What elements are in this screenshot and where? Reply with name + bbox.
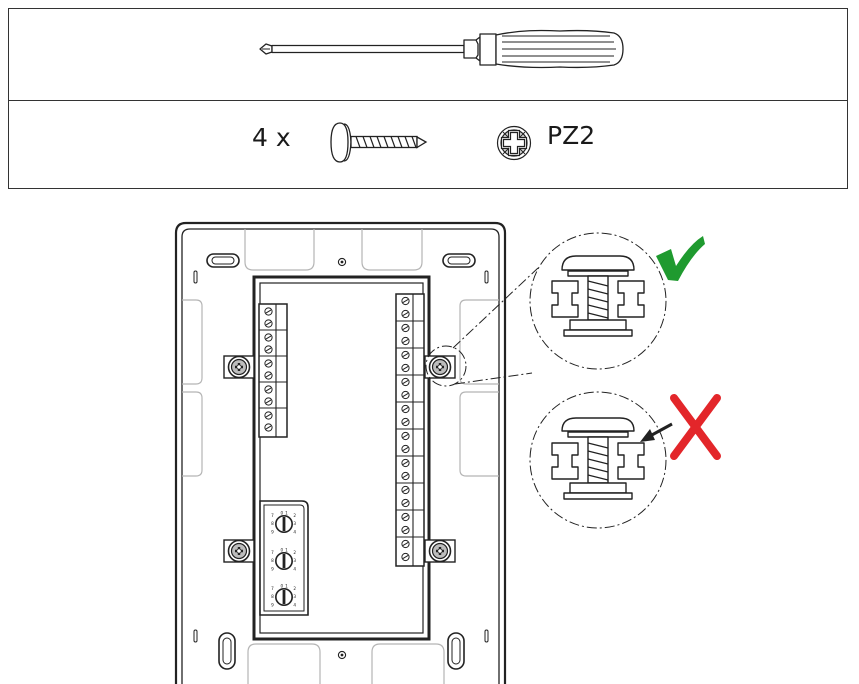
arrow-icon [640, 422, 673, 442]
tools-box [8, 8, 848, 189]
device-base-plate [174, 221, 507, 684]
screw-quantity-label: 4 x [252, 123, 291, 152]
detail-incorrect-mounting [529, 391, 673, 529]
bit-type-label: PZ2 [547, 121, 596, 150]
pozidriv-head-icon [496, 125, 532, 161]
detail-correct-mounting [529, 232, 667, 370]
check-icon [656, 236, 705, 281]
mounting-screws [223, 355, 456, 563]
tools-divider [9, 100, 847, 101]
cross-icon [670, 394, 721, 460]
right-terminal-block [395, 293, 425, 567]
detail-callout-lines [425, 267, 539, 387]
screwdriver-icon [259, 29, 624, 69]
rotary-switch-block [259, 500, 309, 616]
left-terminal-block [258, 303, 288, 438]
screw-icon [330, 122, 428, 163]
